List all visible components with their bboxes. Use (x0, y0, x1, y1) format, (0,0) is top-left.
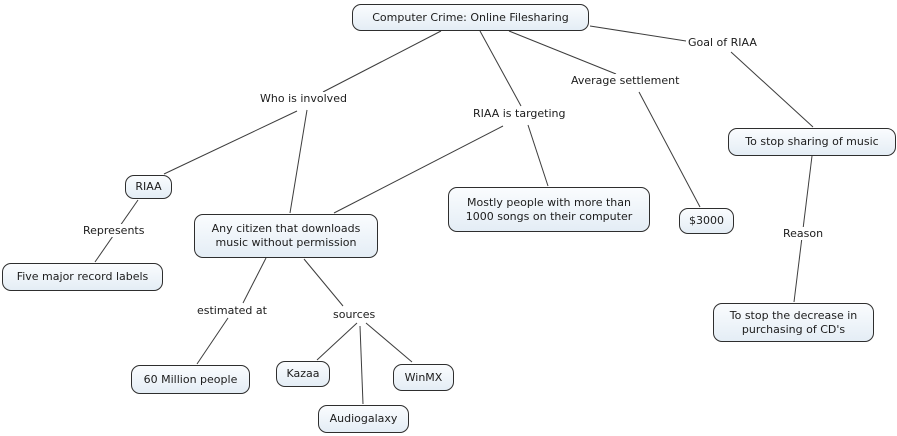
concept-root[interactable]: Computer Crime: Online Filesharing (352, 4, 589, 31)
connector-line (242, 257, 267, 304)
concept-any-citizen[interactable]: Any citizen that downloads music without… (194, 214, 378, 258)
link-label-average-settlement[interactable]: Average settlement (570, 74, 681, 87)
concept-mostly-people[interactable]: Mostly people with more than 1000 songs … (448, 187, 650, 232)
link-label-represents[interactable]: Represents (82, 224, 146, 237)
link-label-riaa-is-targeting[interactable]: RIAA is targeting (472, 107, 567, 120)
connector-line (289, 109, 308, 214)
concept-riaa[interactable]: RIAA (125, 175, 172, 199)
connector-line (359, 325, 364, 405)
link-label-reason[interactable]: Reason (782, 227, 825, 240)
concept-60-million[interactable]: 60 Million people (131, 365, 250, 394)
connector-line (322, 30, 442, 93)
link-label-sources[interactable]: sources (332, 308, 377, 321)
connector-line (508, 30, 617, 75)
concept-stop-decrease[interactable]: To stop the decrease in purchasing of CD… (713, 303, 874, 342)
concept-winmx[interactable]: WinMX (393, 364, 454, 391)
connector-line (196, 317, 229, 365)
connector-line (730, 51, 814, 128)
connector-line (365, 322, 413, 363)
link-label-who-is-involved[interactable]: Who is involved (259, 92, 348, 105)
connector-line (333, 125, 504, 214)
concept-stop-sharing[interactable]: To stop sharing of music (728, 128, 896, 156)
connector-line (163, 110, 298, 175)
link-label-goal-of-riaa[interactable]: Goal of RIAA (687, 36, 758, 49)
concept-audiogalaxy[interactable]: Audiogalaxy (318, 405, 409, 433)
connector-line (316, 322, 358, 361)
connector-line (303, 258, 344, 307)
concept-kazaa[interactable]: Kazaa (276, 361, 330, 387)
connector-line (479, 30, 522, 107)
connector-line (589, 25, 687, 42)
connector-line (527, 124, 549, 187)
concept-3000[interactable]: $3000 (679, 208, 734, 234)
connector-line (638, 91, 701, 208)
concept-five-labels[interactable]: Five major record labels (2, 263, 163, 291)
link-label-estimated-at[interactable]: estimated at (196, 304, 268, 317)
